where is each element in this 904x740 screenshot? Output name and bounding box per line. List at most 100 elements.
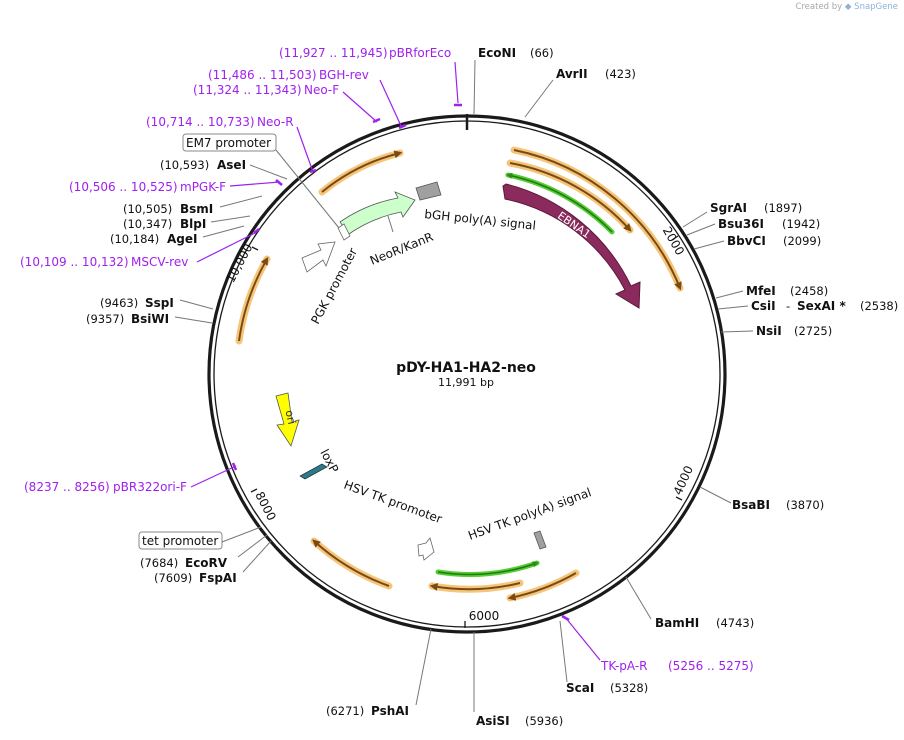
site-bbvci-pos: (2099) bbox=[783, 234, 821, 248]
blpi-line bbox=[210, 215, 251, 223]
site-econi-name: EcoNI bbox=[478, 46, 516, 60]
site-bbvci-name: BbvCI bbox=[727, 234, 766, 248]
site-nsii-name: NsiI bbox=[756, 324, 782, 338]
primer-neo-f-name: Neo-F bbox=[304, 83, 339, 97]
neor-label: NeoR/KanR bbox=[368, 230, 435, 268]
orf-arc-right-mid bbox=[506, 159, 634, 234]
primer-bgh-rev-name: BGH-rev bbox=[319, 68, 369, 82]
tick-label-10000: 10,000 bbox=[223, 241, 255, 285]
bgh-polya-label: bGH poly(A) signal bbox=[424, 207, 537, 233]
econi-line bbox=[473, 59, 476, 115]
bsmi-line bbox=[219, 195, 263, 208]
tick-8000-mark bbox=[250, 488, 258, 493]
site-bsu36i-pos: (1942) bbox=[782, 217, 820, 231]
orf-arc-right-green bbox=[505, 172, 615, 235]
credit-text: Created by bbox=[795, 2, 843, 12]
site-asei-name: AseI bbox=[217, 158, 246, 172]
orf-arc-bottom-right-inner bbox=[428, 579, 524, 593]
primer-neo-r-name: Neo-R bbox=[257, 115, 294, 129]
loxp-feature bbox=[299, 463, 328, 480]
csii-line bbox=[717, 305, 749, 310]
site-ecorv-name: EcoRV bbox=[185, 556, 228, 570]
site-avrii-name: AvrII bbox=[556, 67, 588, 81]
site-agei-name: AgeI bbox=[167, 232, 197, 246]
tk-pa-r-marker bbox=[561, 614, 570, 622]
tick-label-4000: 4000 bbox=[671, 464, 696, 498]
em7-leader-line bbox=[275, 149, 340, 229]
sgrai-line bbox=[682, 211, 708, 228]
site-avrii-pos: (423) bbox=[605, 67, 636, 81]
site-blpi-name: BlpI bbox=[180, 217, 206, 231]
primer-pbr322ori-f-name: pBR322ori-F bbox=[113, 480, 187, 494]
mpgk-f-line bbox=[229, 181, 281, 187]
bsiwi-line bbox=[174, 316, 213, 324]
primer-neo-f-range: (11,324 .. 11,343) bbox=[193, 83, 302, 97]
tick-2000-mark bbox=[671, 235, 679, 241]
site-sgrai-name: SgrAI bbox=[710, 201, 747, 215]
tick-4000-mark bbox=[675, 496, 683, 501]
site-bamhi-name: BamHI bbox=[655, 616, 699, 630]
site-asisi-pos: (5936) bbox=[525, 714, 563, 728]
site-scai-name: ScaI bbox=[566, 681, 594, 695]
tet-leader-line bbox=[221, 526, 262, 543]
asei-line bbox=[249, 164, 288, 180]
site-bsiwi-pos: (9357) bbox=[86, 312, 124, 326]
site-bsu36i-name: Bsu36I bbox=[718, 217, 764, 231]
snapgene-credit: Created by ◆ SnapGene bbox=[795, 2, 898, 12]
primer-pbrforeco-name: pBRforEco bbox=[389, 46, 451, 60]
site-blpi-pos: (10,347) bbox=[123, 217, 172, 231]
pshai-line bbox=[415, 628, 432, 706]
site-ecorv-pos: (7684) bbox=[140, 556, 178, 570]
primer-mpgk-f-name: mPGK-F bbox=[180, 180, 226, 194]
hsvtk-polya-label: HSV TK poly(A) signal bbox=[466, 485, 593, 543]
ebna1-feature-arrow bbox=[502, 183, 641, 309]
site-agei-pos: (10,184) bbox=[110, 232, 159, 246]
ori-feature-arrow bbox=[275, 392, 300, 447]
site-csii-separator: - bbox=[786, 299, 790, 313]
site-fspai-name: FspAI bbox=[199, 571, 237, 585]
site-pshai-name: PshAI bbox=[371, 704, 409, 718]
bsabi-line bbox=[699, 486, 732, 504]
site-econi-pos: (66) bbox=[530, 46, 554, 60]
tet-promoter-box bbox=[138, 531, 223, 550]
neo-r-marker bbox=[309, 168, 317, 174]
primer-tk-pa-r-range: (5256 .. 5275) bbox=[668, 659, 754, 673]
tick-10000-mark bbox=[251, 246, 259, 251]
site-bsiwi-name: BsiWI bbox=[131, 312, 169, 326]
bbvci-line bbox=[693, 240, 725, 250]
site-csii-pos: (2538) bbox=[860, 299, 898, 313]
neor-feature-arrow bbox=[339, 191, 416, 237]
bsu36i-line bbox=[686, 223, 716, 236]
ecorv-line bbox=[237, 534, 268, 558]
site-sspi-pos: (9463) bbox=[100, 296, 138, 310]
em7-promoter-arrow bbox=[337, 223, 351, 241]
site-bsmi-pos: (10,505) bbox=[123, 202, 172, 216]
site-pshai-pos: (6271) bbox=[326, 704, 364, 718]
orf-arc-bottom-left bbox=[310, 537, 393, 590]
primer-mscv-rev-name: MSCV-rev bbox=[131, 255, 188, 269]
neo-f-marker bbox=[372, 117, 381, 124]
primer-pbrforeco-range: (11,927 .. 11,945) bbox=[279, 46, 388, 60]
mscv-rev-line bbox=[196, 231, 258, 263]
plasmid-name: pDY-HA1-HA2-neo bbox=[396, 360, 536, 376]
site-fspai-pos: (7609) bbox=[154, 571, 192, 585]
orf-arc-top-left bbox=[318, 149, 404, 196]
neor-leader-line bbox=[387, 215, 394, 233]
mfei-line bbox=[715, 290, 744, 299]
bamhi-line bbox=[625, 576, 652, 620]
tet-promoter-label: tet promoter bbox=[142, 534, 218, 548]
orf-arc-left bbox=[235, 255, 271, 345]
site-bsabi-name: BsaBI bbox=[732, 498, 770, 512]
ebna1-label: EBNA1 bbox=[555, 209, 593, 241]
primer-pbr322ori-f-range: (8237 .. 8256) bbox=[24, 480, 110, 494]
bgh-polya-feature bbox=[415, 181, 442, 201]
site-sspi-name: SspI bbox=[145, 296, 174, 310]
nsii-line bbox=[720, 330, 754, 333]
bgh-rev-line bbox=[379, 79, 403, 129]
em7-promoter-box bbox=[182, 133, 277, 152]
plasmid-size: 11,991 bp bbox=[438, 376, 494, 389]
pgk-promoter-arrow bbox=[301, 241, 336, 273]
hsvtk-promoter-label: HSV TK promoter bbox=[342, 478, 444, 527]
orf-arc-bottom-green bbox=[435, 560, 540, 577]
